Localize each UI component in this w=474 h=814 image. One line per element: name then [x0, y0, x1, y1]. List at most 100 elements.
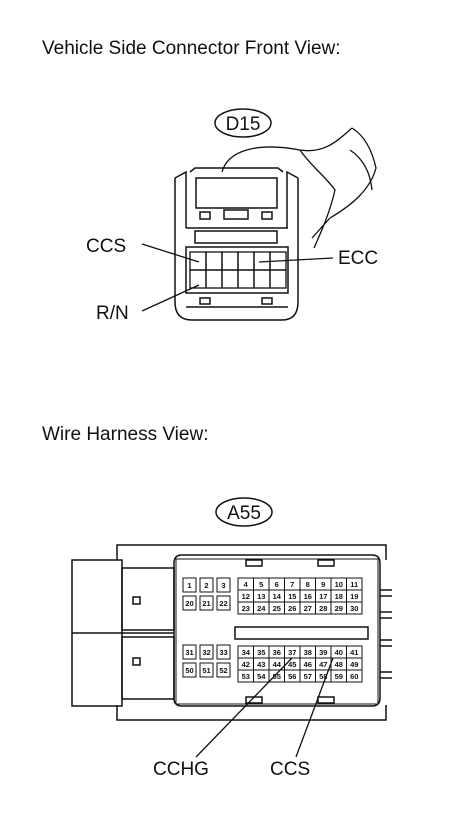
- d15-cavity: [189, 251, 207, 271]
- d15-pin-grid: [189, 251, 287, 289]
- a55-pin-number: 38: [304, 648, 312, 657]
- d15-cavity: [237, 269, 255, 289]
- a55-pin-number: 5: [259, 580, 263, 589]
- a55-pin-number: 12: [242, 592, 250, 601]
- a55-cchg-label: CCHG: [153, 759, 209, 780]
- d15-wire-bundle: [221, 127, 377, 249]
- a55-pin-number: 31: [185, 648, 193, 657]
- a55-pin-number: 58: [319, 672, 327, 681]
- a55-pin-number: 37: [288, 648, 296, 657]
- a55-pin-number: 40: [335, 648, 343, 657]
- a55-pin-number: 54: [257, 672, 266, 681]
- a55-pin-number: 19: [350, 592, 358, 601]
- a55-pin-cell: [216, 595, 231, 611]
- a55-pin-number: 10: [335, 580, 343, 589]
- d15-housing: [174, 167, 299, 321]
- a55-pin-number: 33: [219, 648, 227, 657]
- d15-cavity: [253, 269, 271, 289]
- a55-pin-cell: [346, 669, 363, 683]
- a55-pin-number: 25: [273, 604, 281, 613]
- a55-pin-number: 35: [257, 648, 265, 657]
- a55-pin-number: 32: [202, 648, 210, 657]
- d15-connector-diagram: D15 CCS ECC R/N: [86, 108, 378, 324]
- a55-pin-number: 34: [242, 648, 251, 657]
- a55-pin-number: 39: [319, 648, 327, 657]
- a55-pin-cell: [199, 577, 214, 593]
- a55-pin-number: 1: [187, 581, 191, 590]
- a55-pin-number: 41: [350, 648, 358, 657]
- a55-pin-number: 16: [304, 592, 312, 601]
- a55-pin-number: 57: [304, 672, 312, 681]
- a55-pin-number: 2: [204, 581, 208, 590]
- d15-ccs-label: CCS: [86, 236, 126, 257]
- a55-pin-number: 27: [304, 604, 312, 613]
- a55-pin-number: 56: [288, 672, 296, 681]
- a55-pin-number: 3: [221, 581, 225, 590]
- a55-pin-cell: [216, 662, 231, 678]
- a55-pin-number: 26: [288, 604, 296, 613]
- a55-pin-number: 9: [321, 580, 325, 589]
- a55-pin-number: 59: [335, 672, 343, 681]
- a55-pin-number: 53: [242, 672, 250, 681]
- a55-pin-number: 17: [319, 592, 327, 601]
- a55-id-label: A55: [227, 503, 261, 524]
- a55-pin-number: 42: [242, 660, 250, 669]
- a55-pin-number: 30: [350, 604, 358, 613]
- a55-pin-cell: [199, 595, 214, 611]
- a55-pin-number: 4: [244, 580, 249, 589]
- wire-harness-heading: Wire Harness View:: [42, 424, 209, 445]
- a55-pin-number: 44: [273, 660, 282, 669]
- a55-pin-number: 46: [304, 660, 312, 669]
- d15-cavity: [269, 269, 287, 289]
- a55-pin-number: 48: [335, 660, 343, 669]
- a55-pin-cell: [346, 601, 363, 615]
- a55-pin-number: 6: [275, 580, 279, 589]
- a55-pin-number: 43: [257, 660, 265, 669]
- a55-pin-number: 47: [319, 660, 327, 669]
- a55-housing: [71, 544, 392, 721]
- a55-pin-cell: [199, 662, 214, 678]
- a55-ccs-label: CCS: [270, 759, 310, 780]
- a55-pin-number: 49: [350, 660, 358, 669]
- a55-pin-number: 23: [242, 604, 250, 613]
- a55-pin-number: 22: [219, 599, 227, 608]
- a55-pin-number: 52: [219, 666, 227, 675]
- a55-pin-number: 7: [290, 580, 294, 589]
- a55-pin-number: 14: [273, 592, 282, 601]
- a55-pin-cell: [182, 662, 197, 678]
- a55-pin-number: 11: [350, 580, 358, 589]
- a55-pin-number: 18: [335, 592, 343, 601]
- a55-pin-number: 15: [288, 592, 296, 601]
- d15-rn-leader: [141, 284, 200, 312]
- a55-pin-cell: [182, 644, 197, 660]
- d15-id-label: D15: [226, 114, 261, 135]
- d15-ccs-leader: [141, 243, 200, 263]
- a55-pin-number: 24: [257, 604, 266, 613]
- a55-pin-number: 28: [319, 604, 327, 613]
- a55-id-oval: [215, 497, 273, 527]
- a55-pin-number: 60: [350, 672, 358, 681]
- a55-pin-cell: [182, 577, 197, 593]
- a55-pin-number: 45: [288, 660, 296, 669]
- a55-pin-cell: [182, 595, 197, 611]
- a55-pin-number: 36: [273, 648, 281, 657]
- a55-ccs-leader: [295, 657, 334, 758]
- d15-ecc-label: ECC: [338, 248, 378, 269]
- a55-pin-number: 29: [335, 604, 343, 613]
- d15-rn-label: R/N: [96, 303, 129, 324]
- d15-id-oval: [214, 108, 272, 138]
- a55-pin-number: 13: [257, 592, 265, 601]
- a55-pin-cell: [216, 577, 231, 593]
- a55-pin-number: 8: [306, 580, 310, 589]
- a55-cchg-leader: [195, 657, 293, 758]
- d15-cavity: [205, 269, 223, 289]
- a55-pin-number: 55: [273, 672, 281, 681]
- d15-cavity: [221, 269, 239, 289]
- d15-cavity: [205, 251, 223, 271]
- a55-pin-number: 51: [202, 666, 210, 675]
- vehicle-side-heading: Vehicle Side Connector Front View:: [42, 38, 341, 59]
- a55-pin-number: 50: [185, 666, 193, 675]
- d15-ecc-leader: [258, 257, 334, 263]
- a55-pin-number: 20: [185, 599, 193, 608]
